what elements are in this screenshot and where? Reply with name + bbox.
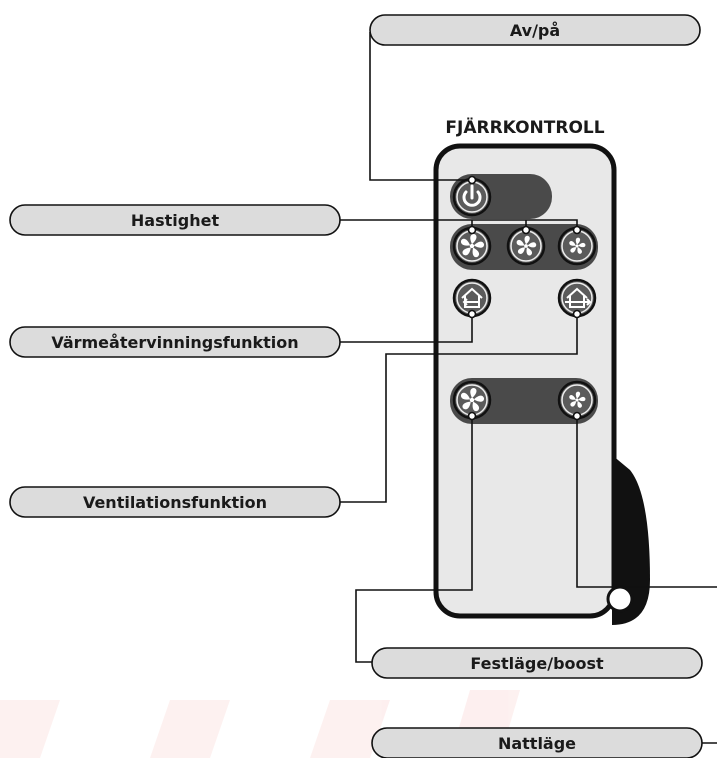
svg-text:Värmeåtervinningsfunktion: Värmeåtervinningsfunktion: [51, 333, 298, 352]
label-party-boost: Festläge/boost: [371, 647, 703, 679]
connector-lines: [340, 32, 717, 744]
heat-recovery-button-in[interactable]: [452, 278, 492, 318]
svg-text:Nattläge: Nattläge: [498, 734, 576, 753]
label-night-mode: Nattläge: [371, 727, 703, 758]
label-ventilation: Ventilationsfunktion: [9, 486, 341, 518]
house-exchange-out-icon: [565, 287, 592, 308]
svg-text:Ventilationsfunktion: Ventilationsfunktion: [83, 493, 267, 512]
connector-dots: [467, 175, 582, 421]
svg-text:Av/på: Av/på: [510, 21, 560, 40]
label-speed: Hastighet: [9, 204, 341, 236]
label-heat-recovery: Värmeåtervinningsfunktion: [9, 326, 341, 358]
remote-title: FJÄRRKONTROLL: [445, 116, 604, 138]
label-power: Av/på: [369, 14, 701, 46]
house-exchange-in-icon: [461, 287, 483, 308]
power-icon: [462, 184, 482, 207]
svg-text:Hastighet: Hastighet: [131, 211, 220, 230]
svg-text:Festläge/boost: Festläge/boost: [470, 654, 604, 673]
power-button[interactable]: [452, 177, 492, 217]
